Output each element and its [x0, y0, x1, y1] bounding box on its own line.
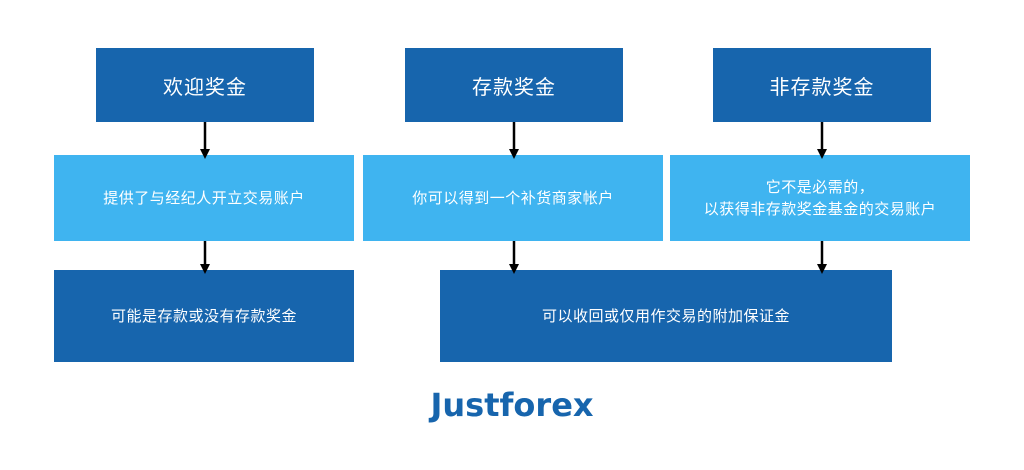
deposit-bonus-detail-box: 你可以得到一个补货商家帐户 [363, 155, 663, 241]
welcome-bonus-box: 欢迎奖金 [96, 48, 314, 122]
no-deposit-bonus-detail-box: 它不是必需的， 以获得非存款奖金基金的交易账户 [670, 155, 970, 241]
shared-outcome: 可以收回或仅用作交易的附加保证金 [541, 307, 790, 325]
no-deposit-bonus-box: 非存款奖金 [713, 48, 931, 122]
welcome-bonus-detail-box: 提供了与经纪人开立交易账户 [54, 155, 354, 241]
welcome-bonus-outcome: 可能是存款或没有存款奖金 [110, 307, 297, 325]
deposit-bonus-title: 存款奖金 [472, 74, 556, 99]
welcome-bonus-outcome-box: 可能是存款或没有存款奖金 [54, 270, 354, 362]
no-deposit-bonus-detail: 它不是必需的， 以获得非存款奖金基金的交易账户 [704, 176, 937, 220]
shared-outcome-box: 可以收回或仅用作交易的附加保证金 [440, 270, 892, 362]
welcome-bonus-title: 欢迎奖金 [163, 74, 247, 99]
deposit-bonus-detail: 你可以得到一个补货商家帐户 [412, 189, 614, 207]
deposit-bonus-box: 存款奖金 [405, 48, 623, 122]
no-deposit-bonus-title: 非存款奖金 [769, 74, 875, 99]
welcome-bonus-detail: 提供了与经纪人开立交易账户 [103, 189, 305, 207]
no-deposit-bonus-detail-line-2: 以获得非存款奖金基金的交易账户 [703, 200, 937, 218]
justforex-logo: Justforex [430, 386, 594, 424]
no-deposit-bonus-detail-line-1: 它不是必需的， [765, 178, 875, 196]
